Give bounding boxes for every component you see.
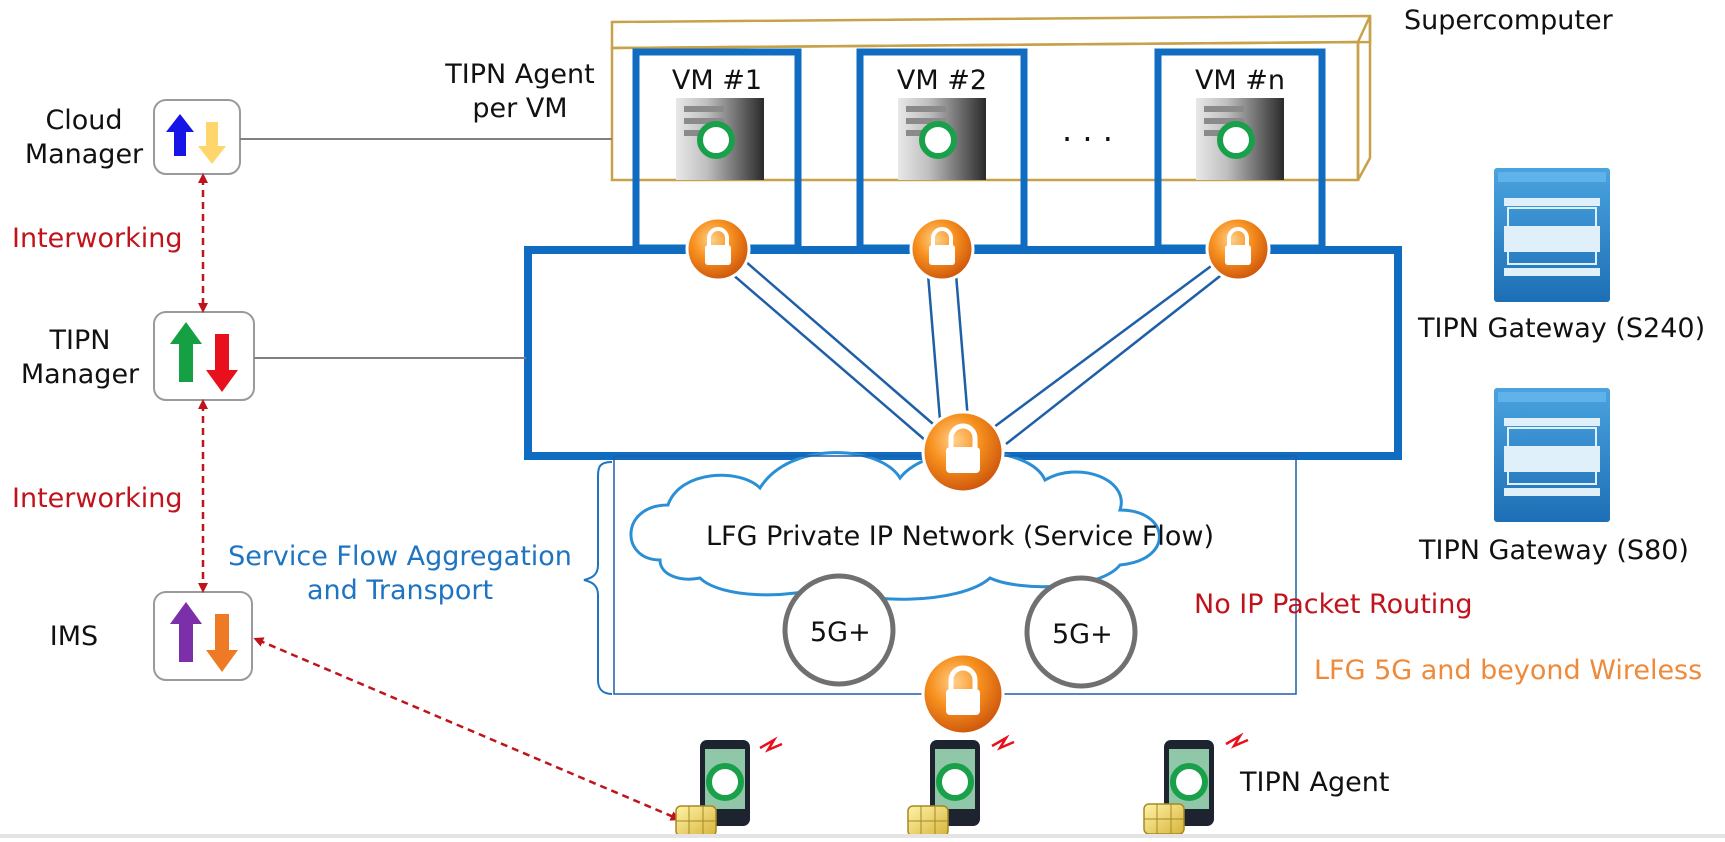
aggregation-line1: Service Flow Aggregation	[228, 541, 572, 572]
5g-cell-2	[1024, 575, 1138, 689]
ims-icon	[153, 591, 253, 681]
aggregation-label: Service Flow Aggregation and Transport	[222, 540, 578, 608]
lock-icon	[685, 216, 751, 282]
lock-icon	[921, 410, 1005, 494]
5g-cell-label-2: 5G+	[1052, 619, 1113, 650]
vm-ellipsis: · · ·	[1062, 120, 1113, 158]
5g-cell-1	[782, 573, 896, 687]
tipn-agent-per-vm-line1: TIPN Agent	[445, 59, 595, 90]
server-icon	[676, 98, 764, 180]
ims-agent-arrow	[253, 637, 681, 821]
server-icon	[898, 98, 986, 180]
cloud-manager-icon	[153, 99, 241, 175]
vm-label-n: VM #n	[1194, 65, 1286, 96]
sim-chip-icon	[907, 805, 949, 837]
server-icon	[1196, 98, 1284, 180]
gateway-s240-icon	[1494, 168, 1610, 302]
aggregation-brace	[583, 461, 613, 695]
no-ip-routing-label: No IP Packet Routing	[1194, 589, 1473, 620]
private-network-label: LFG Private IP Network (Service Flow)	[706, 521, 1215, 552]
bottom-bar	[0, 834, 1725, 838]
phone-icon	[700, 736, 783, 826]
lock-icon	[909, 216, 975, 282]
tipn-manager-line2: Manager	[20, 359, 140, 390]
sim-chip-icon	[1143, 803, 1185, 835]
aggregation-line2: and Transport	[306, 575, 494, 606]
lock-icon	[921, 652, 1005, 736]
cloud-manager-line2: Manager	[24, 139, 144, 170]
tipn-manager-icon	[153, 311, 255, 401]
wireless-label: LFG 5G and beyond Wireless	[1314, 655, 1703, 686]
tipn-agent-per-vm-line2: per VM	[472, 93, 568, 124]
supercomputer-frame	[610, 14, 1372, 182]
cloud-manager-label: Cloud Manager	[14, 104, 154, 172]
tipn-manager-line1: TIPN	[49, 325, 111, 356]
sim-chip-icon	[675, 805, 717, 837]
5g-cell-label-1: 5G+	[810, 617, 871, 648]
supercomputer-label: Supercomputer	[1404, 5, 1613, 36]
ims-label: IMS	[49, 621, 99, 652]
vm-label-1: VM #1	[671, 65, 763, 96]
vm-label-2: VM #2	[896, 65, 988, 96]
cloud-manager-line1: Cloud	[45, 105, 123, 136]
interworking-label-2: Interworking	[12, 483, 183, 514]
gateway-s80-label: TIPN Gateway (S80)	[1419, 535, 1689, 566]
tipn-manager-label: TIPN Manager	[10, 324, 150, 392]
phone-icon	[930, 734, 1015, 826]
lock-icon	[1205, 216, 1271, 282]
secure-tunnels	[709, 247, 1239, 445]
tipn-agent-label: TIPN Agent	[1240, 767, 1390, 798]
interworking-label-1: Interworking	[12, 223, 183, 254]
gateway-s240-label: TIPN Gateway (S240)	[1418, 313, 1706, 344]
gateway-s80-icon	[1494, 388, 1610, 522]
tipn-agent-per-vm-label: TIPN Agent per VM	[440, 58, 600, 126]
